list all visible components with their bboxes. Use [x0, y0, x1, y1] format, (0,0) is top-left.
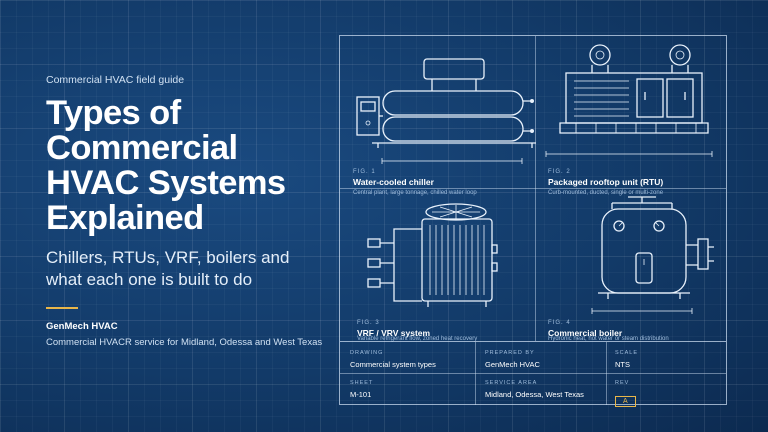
rev-label: REV: [615, 380, 630, 386]
panel-title: Packaged rooftop unit (RTU): [548, 177, 664, 187]
subtitle: Chillers, RTUs, VRF, boilers and what ea…: [46, 247, 336, 291]
service-area-cell: SERVICE AREA Midland, Odessa, West Texas: [485, 380, 584, 399]
sheet-cell: SHEET M-101: [350, 380, 373, 399]
panel-divider: [535, 36, 536, 341]
scale-cell: SCALE NTS: [615, 350, 638, 369]
panel-description: Curb-mounted, ducted, single or multi-zo…: [548, 190, 664, 196]
title-line: HVAC Systems: [46, 164, 286, 202]
rooftop-unit-icon: [545, 44, 713, 157]
panel-title: VRF / VRV system: [357, 328, 431, 338]
panel-boiler: FIG. 4 Commercial boiler: [536, 189, 726, 341]
drawing-label: DRAWING: [350, 350, 384, 356]
eyebrow: Commercial HVAC field guide: [46, 74, 185, 86]
title-line: Types of: [46, 94, 181, 132]
panel-description: Hydronic heat, hot water or steam distri…: [548, 336, 669, 342]
service-area-label: SERVICE AREA: [485, 380, 538, 386]
title-line: Explained: [46, 199, 204, 237]
figure-number: FIG. 2: [548, 169, 571, 175]
panel-description: Central plant, large tonnage, chilled wa…: [353, 190, 477, 196]
panel-title: Water-cooled chiller: [353, 177, 434, 187]
rev-badge: A: [615, 396, 636, 407]
prepared-value: GenMech HVAC: [485, 360, 540, 369]
panel-rooftop-unit: FIG. 2 Packaged rooftop unit (RTU): [536, 36, 726, 188]
accent-rule: [46, 307, 78, 309]
title-block: DRAWING Commercial system types PREPARED…: [340, 341, 726, 408]
drawing-value: Commercial system types: [350, 360, 436, 369]
panel-divider: [340, 188, 726, 189]
prepared-cell: PREPARED BY GenMech HVAC: [485, 350, 540, 369]
chiller-icon: [356, 58, 536, 164]
panel-title: Commercial boiler: [548, 328, 623, 338]
figure-number: FIG. 4: [548, 320, 571, 326]
rev-cell: REV A: [615, 380, 636, 408]
sheet-label: SHEET: [350, 380, 374, 386]
company-name: GenMech HVAC: [46, 321, 118, 332]
subtitle-line: Chillers, RTUs, VRF, boilers and: [46, 248, 290, 267]
panel-vrf: FIG. 3 VRF / VRV system: [340, 189, 535, 341]
panel-description: Variable refrigerant flow, zoned heat re…: [357, 336, 478, 342]
figure-number: FIG. 3: [357, 320, 380, 326]
service-line: Commercial HVACR service for Midland, Od…: [46, 337, 323, 348]
title-block-divider: [475, 342, 476, 405]
title-block-divider: [606, 342, 607, 405]
blueprint-sheet: FIG. 1 Water-cooled chiller Central plan…: [339, 35, 727, 408]
figure-number: FIG. 1: [353, 169, 376, 175]
drawing-cell: DRAWING Commercial system types: [350, 350, 436, 369]
scale-label: SCALE: [615, 350, 639, 356]
subtitle-line: what each one is built to do: [46, 270, 253, 289]
hero-text: Commercial HVAC field guide Types of Com…: [46, 74, 336, 348]
panel-chiller: FIG. 1 Water-cooled chiller: [340, 36, 536, 188]
boiler-icon: [591, 196, 714, 314]
vrf-unit-icon: [367, 203, 498, 307]
prepared-label: PREPARED BY: [485, 350, 535, 356]
scale-value: NTS: [615, 360, 630, 369]
title-block-divider: [340, 373, 726, 374]
service-area-value: Midland, Odessa, West Texas: [485, 390, 584, 399]
title-line: Commercial: [46, 129, 238, 167]
sheet-value: M-101: [350, 390, 372, 399]
page-title: Types of Commercial HVAC Systems Explain…: [46, 96, 336, 236]
